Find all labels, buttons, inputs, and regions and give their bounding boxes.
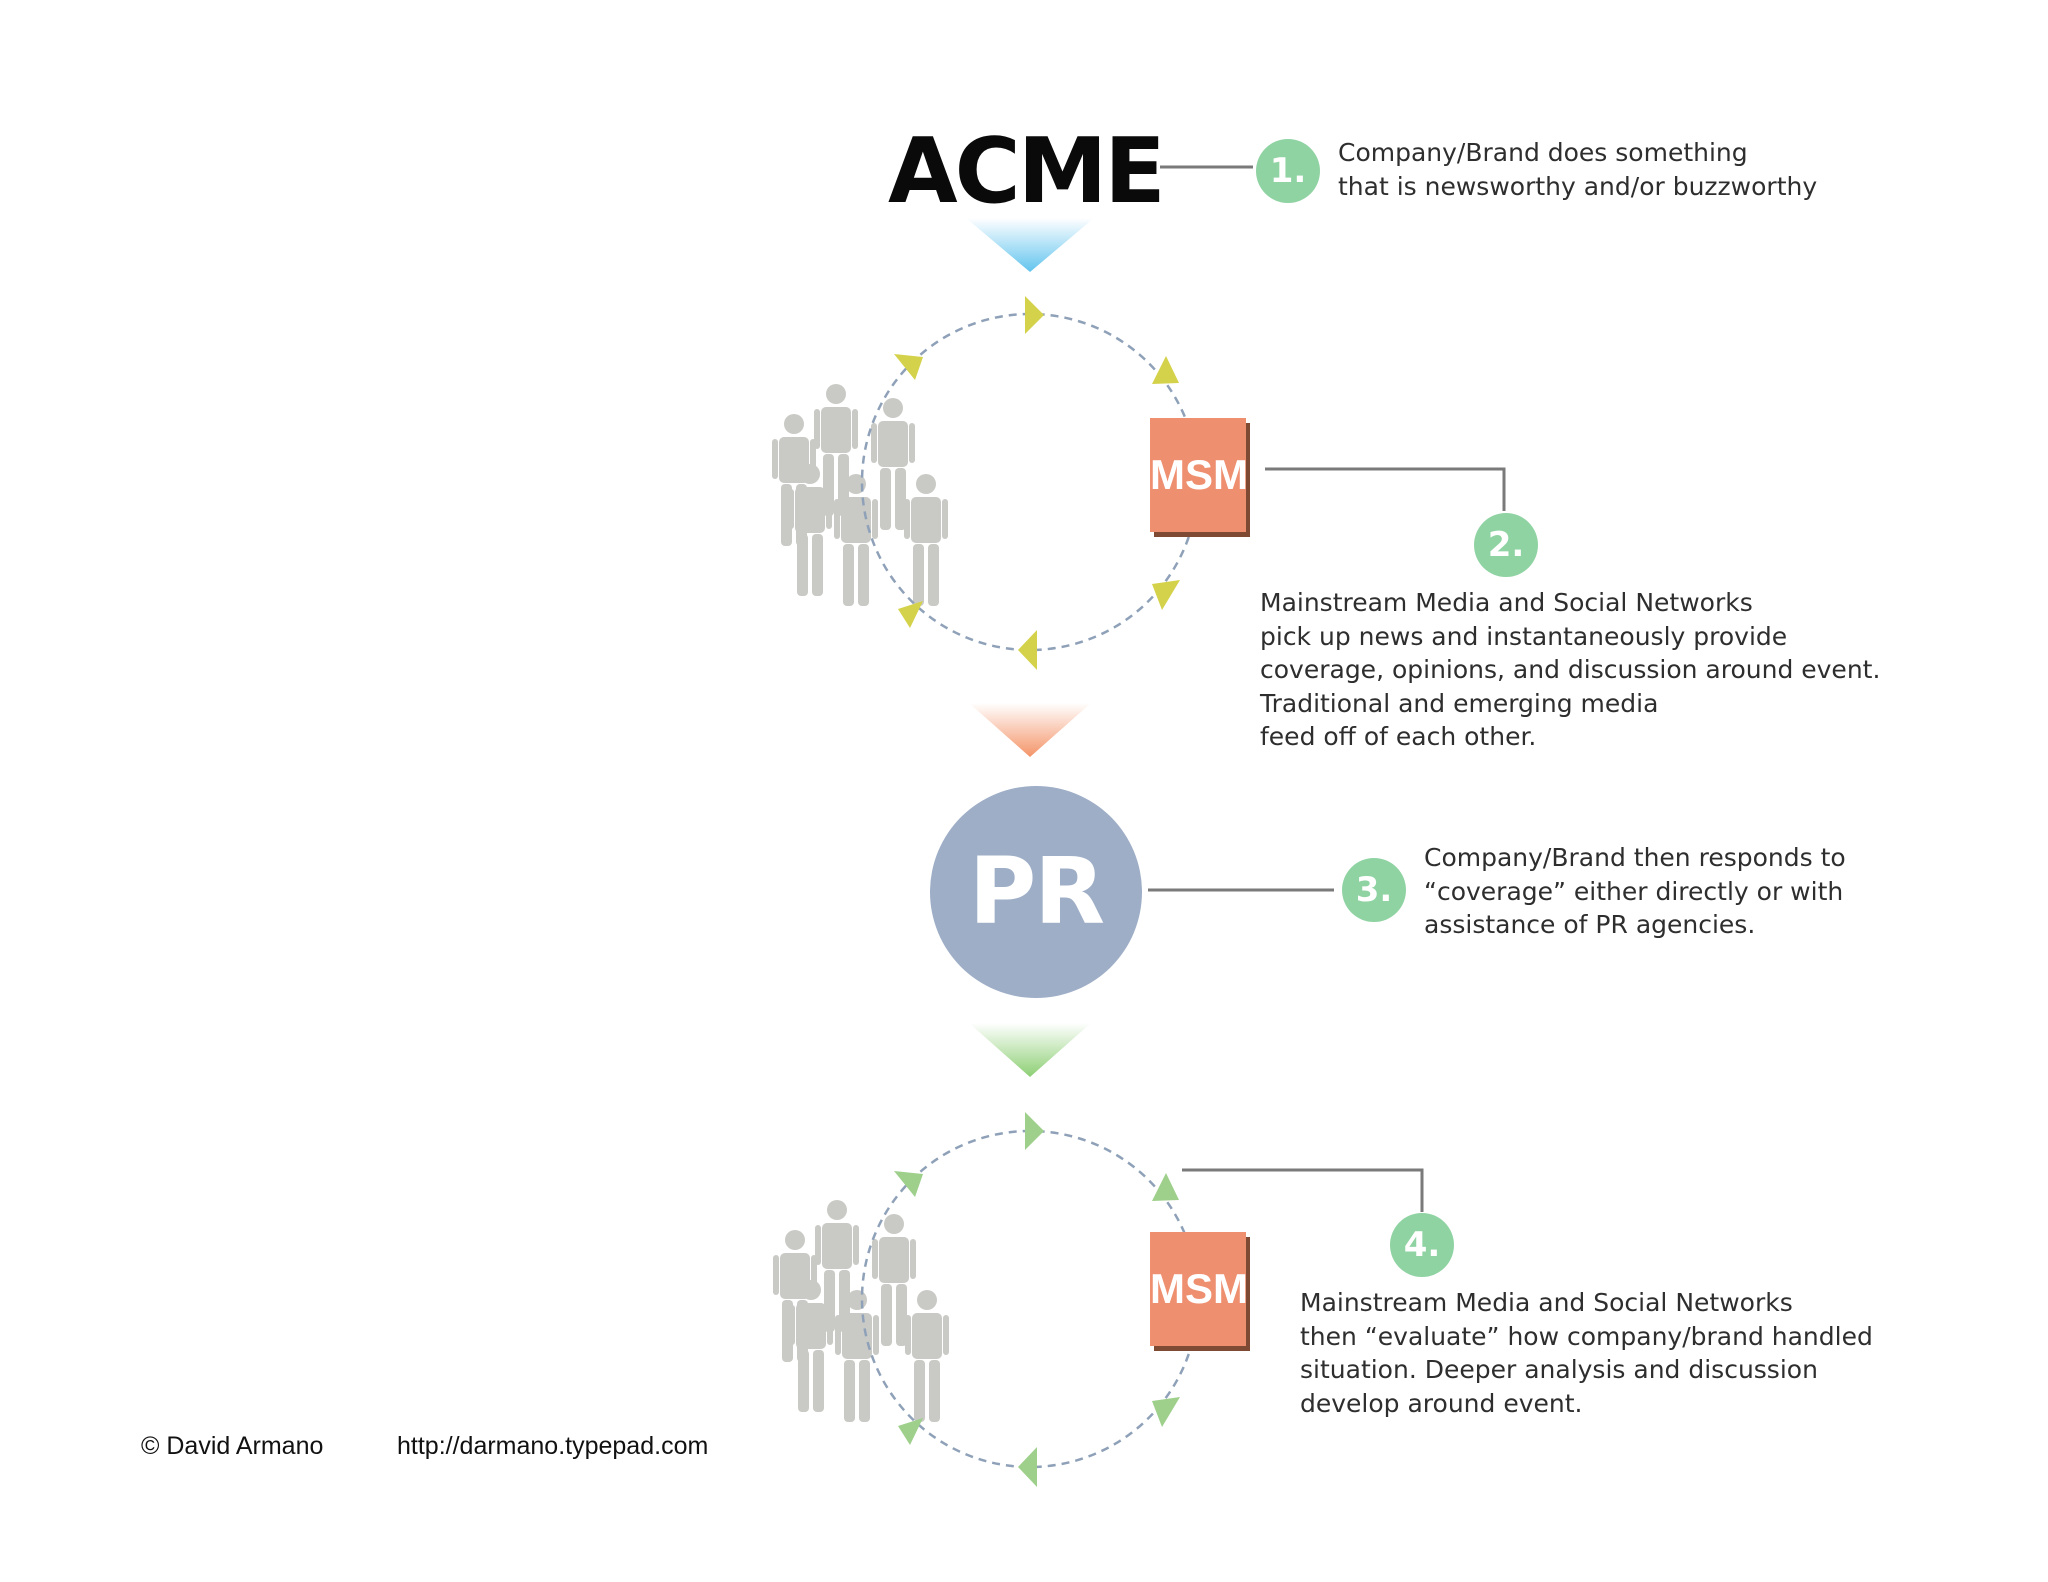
- step-2-badge: 2.: [1474, 513, 1538, 577]
- step-1-line: Company/Brand does something: [1338, 138, 1748, 167]
- step-2-line: Mainstream Media and Social Networks: [1260, 588, 1753, 617]
- step-2-line: feed off of each other.: [1260, 722, 1537, 751]
- step-1-line: that is newsworthy and/or buzzworthy: [1338, 171, 1818, 201]
- acme-logo: ACME: [888, 119, 1166, 224]
- people-group-top: [772, 384, 948, 606]
- step-3-line: Company/Brand then responds to: [1424, 843, 1846, 872]
- website-url: http://darmano.typepad.com: [397, 1432, 709, 1460]
- step-4-line: then “evaluate” how company/brand handle…: [1300, 1321, 1873, 1351]
- cycle-bottom: [773, 1112, 1200, 1487]
- flow-triangle-blue: [966, 218, 1094, 272]
- flow-triangle-green: [969, 1023, 1091, 1077]
- cycle-arrows-top: [894, 296, 1180, 670]
- cycle-arrows-bottom: [894, 1112, 1180, 1487]
- step-3-line: assistance of PR agencies.: [1424, 910, 1756, 939]
- msm-box-bottom: MSM: [1150, 1232, 1248, 1346]
- step-3-badge: 3.: [1342, 858, 1406, 922]
- people-group-bottom: [773, 1200, 949, 1422]
- step-2-description: Mainstream Media and Social Networks pic…: [1260, 586, 1880, 754]
- msm-box-top: MSM: [1150, 418, 1248, 532]
- step-1-badge: 1.: [1256, 139, 1320, 203]
- step-3-line: “coverage” either directly or with: [1424, 876, 1844, 906]
- step-2-line: coverage, opinions, and discussion aroun…: [1260, 655, 1881, 684]
- cycle-top: [772, 296, 1200, 670]
- pr-circle: PR: [930, 786, 1142, 998]
- flow-triangle-orange: [969, 703, 1091, 757]
- step-4-line: Mainstream Media and Social Networks: [1300, 1288, 1793, 1317]
- step-2-line: pick up news and instantaneously provide: [1260, 621, 1788, 651]
- copyright-text: © David Armano: [141, 1432, 324, 1460]
- step-4-line: situation. Deeper analysis and discussio…: [1300, 1355, 1818, 1384]
- step-1-description: Company/Brand does something that is new…: [1338, 136, 1817, 203]
- step-2-line: Traditional and emerging media: [1260, 688, 1659, 718]
- step-4-badge: 4.: [1390, 1213, 1454, 1277]
- step-4-description: Mainstream Media and Social Networks the…: [1300, 1286, 1873, 1420]
- step-3-description: Company/Brand then responds to “coverage…: [1424, 841, 1846, 942]
- step-4-line: develop around event.: [1300, 1388, 1583, 1418]
- connector-lines: [1148, 165, 1506, 1212]
